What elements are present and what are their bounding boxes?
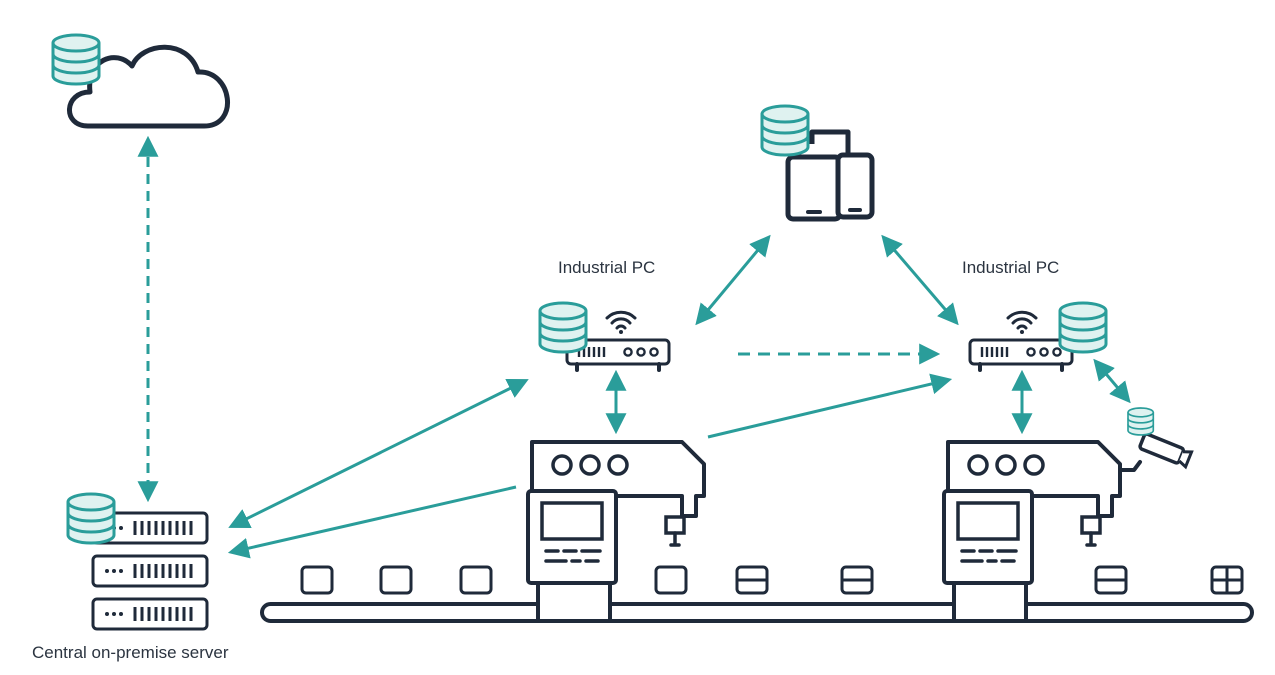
product-box-icon xyxy=(379,565,413,595)
wifi-icon xyxy=(605,310,637,336)
cloud-icon xyxy=(67,44,230,129)
security-camera-icon xyxy=(1138,432,1194,470)
database-icon xyxy=(538,301,588,354)
product-box-icon xyxy=(654,565,688,595)
products xyxy=(300,565,1244,595)
industrial-pc-left-label: Industrial PC xyxy=(558,258,656,277)
product-box-icon xyxy=(1094,565,1128,595)
mobile-devices xyxy=(760,104,875,222)
product-box-icon xyxy=(735,565,769,595)
router-icon xyxy=(968,338,1074,372)
central-server xyxy=(66,492,209,631)
security-camera xyxy=(1120,407,1194,472)
product-box-icon xyxy=(300,565,334,595)
database-icon xyxy=(1127,407,1155,436)
wifi-icon xyxy=(1006,310,1038,336)
product-box-icon xyxy=(840,565,874,595)
machine-server-link xyxy=(227,485,517,559)
tablet-icon xyxy=(785,154,843,222)
industrial-pc-right-label: Industrial PC xyxy=(962,258,1060,277)
database-icon xyxy=(66,492,116,545)
server-rack-icon xyxy=(91,554,209,588)
database-icon xyxy=(51,33,101,86)
industrial-pc-left xyxy=(538,301,671,372)
right-pc-mobile-link xyxy=(881,234,959,326)
central-server-label: Central on-premise server xyxy=(32,643,229,662)
right-pc-camera-link xyxy=(1093,358,1131,404)
product-box-icon xyxy=(1210,565,1244,595)
database-icon xyxy=(1058,301,1108,354)
left-pc-mobile-link xyxy=(695,234,771,326)
industrial-pc-right xyxy=(968,301,1108,372)
cloud-storage xyxy=(51,33,230,129)
connectors xyxy=(137,135,1131,559)
conveyor-belt-icon xyxy=(260,602,1254,623)
server-left-pc-link xyxy=(228,379,529,528)
phone-icon xyxy=(835,152,875,220)
database-icon xyxy=(760,104,810,157)
product-box-icon xyxy=(459,565,493,595)
server-rack-icon xyxy=(91,597,209,631)
machine-right-pc-link xyxy=(707,373,953,439)
robot-machine-icon xyxy=(942,440,1122,623)
